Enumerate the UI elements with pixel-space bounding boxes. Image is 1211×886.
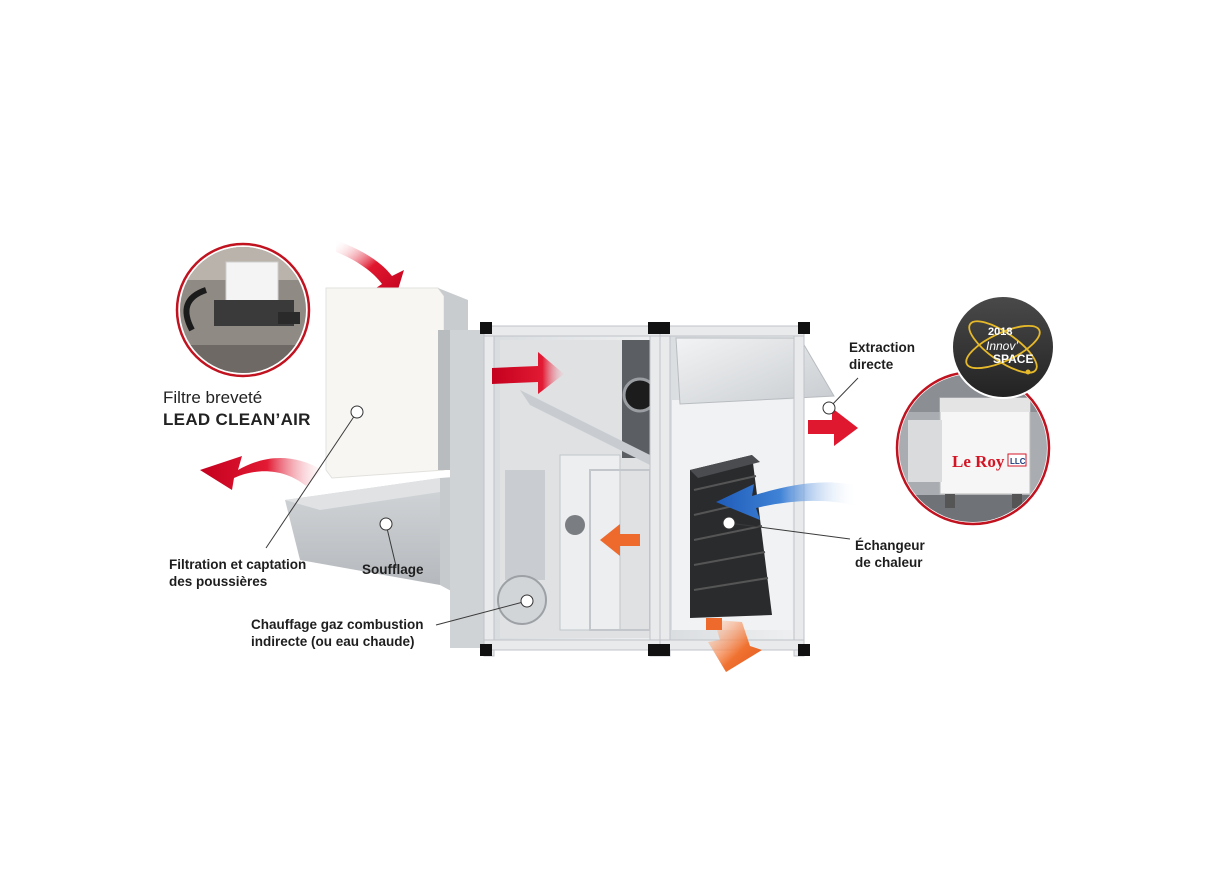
badge-atom-dot [1025,369,1031,375]
supply-air-arrow [200,456,322,490]
marker-extraction [822,401,836,415]
leader-extraction [828,377,859,409]
corner-cap [480,322,492,334]
internal-flow-arrow [492,352,564,394]
corner-cap [648,322,660,334]
corner-cap [658,322,670,334]
label-filter-line2: LEAD CLEAN’AIR [163,410,311,429]
filter-box [325,287,468,479]
badge-line2: SPACE [993,352,1033,366]
intake-top-arrow [336,240,404,296]
fresh-air-arrow [716,482,858,520]
label-echangeur: Échangeur de chaleur [855,537,925,571]
label-extraction-line1: Extraction [849,340,916,355]
product-inset-photo: Le Roy LLC [895,370,1051,526]
label-extraction-line2: directe [849,357,894,372]
corner-cap [480,644,492,656]
badge-year: 2018 [988,326,1012,338]
extraction-arrow [808,408,858,446]
label-filter: Filtre breveté LEAD CLEAN’AIR [163,387,311,431]
leader-chauffage [435,600,528,626]
marker-chauffage [520,594,534,608]
marker-soufflage [379,517,393,531]
leader-soufflage [385,523,397,567]
warm-air-arrow [600,524,640,556]
unit-right-module [658,322,835,657]
label-echangeur-line2: de chaleur [855,555,923,570]
label-chauffage: Chauffage gaz combustion indirecte (ou e… [251,616,424,650]
label-filtration-line1: Filtration et captation [169,557,307,572]
award-badge: 2018 Innov’ SPACE [951,295,1055,399]
corner-cap [798,322,810,334]
extraction-hood [675,337,835,405]
label-filtration-line2: des poussières [169,574,268,589]
label-filter-line1: Filtre breveté [163,388,263,407]
leader-filtration [265,411,358,549]
label-filtration: Filtration et captation des poussières [169,556,306,590]
label-echangeur-line1: Échangeur [855,538,925,553]
corner-cap [798,644,810,656]
leader-echangeur [728,522,851,540]
exhaust-arrow [708,620,762,672]
brand-mark-box [1007,453,1027,467]
exhaust-arrow-top [706,618,722,630]
label-chauffage-line1: Chauffage gaz combustion [251,617,424,632]
corner-cap [658,644,670,656]
unit-left-module [450,322,661,657]
label-chauffage-line2: indirecte (ou eau chaude) [251,634,415,649]
filter-inset-photo [175,242,311,378]
label-soufflage: Soufflage [362,561,424,578]
label-soufflage-text: Soufflage [362,562,424,577]
marker-filtration [350,405,364,419]
badge-line1: Innov’ [986,339,1018,353]
marker-echangeur [722,516,736,530]
brand-name: Le Roy [952,452,1005,471]
burner-fan-icon [565,515,585,535]
corner-cap [648,644,660,656]
label-extraction: Extraction directe [849,339,915,373]
brand-mark: LLC [1010,457,1026,466]
